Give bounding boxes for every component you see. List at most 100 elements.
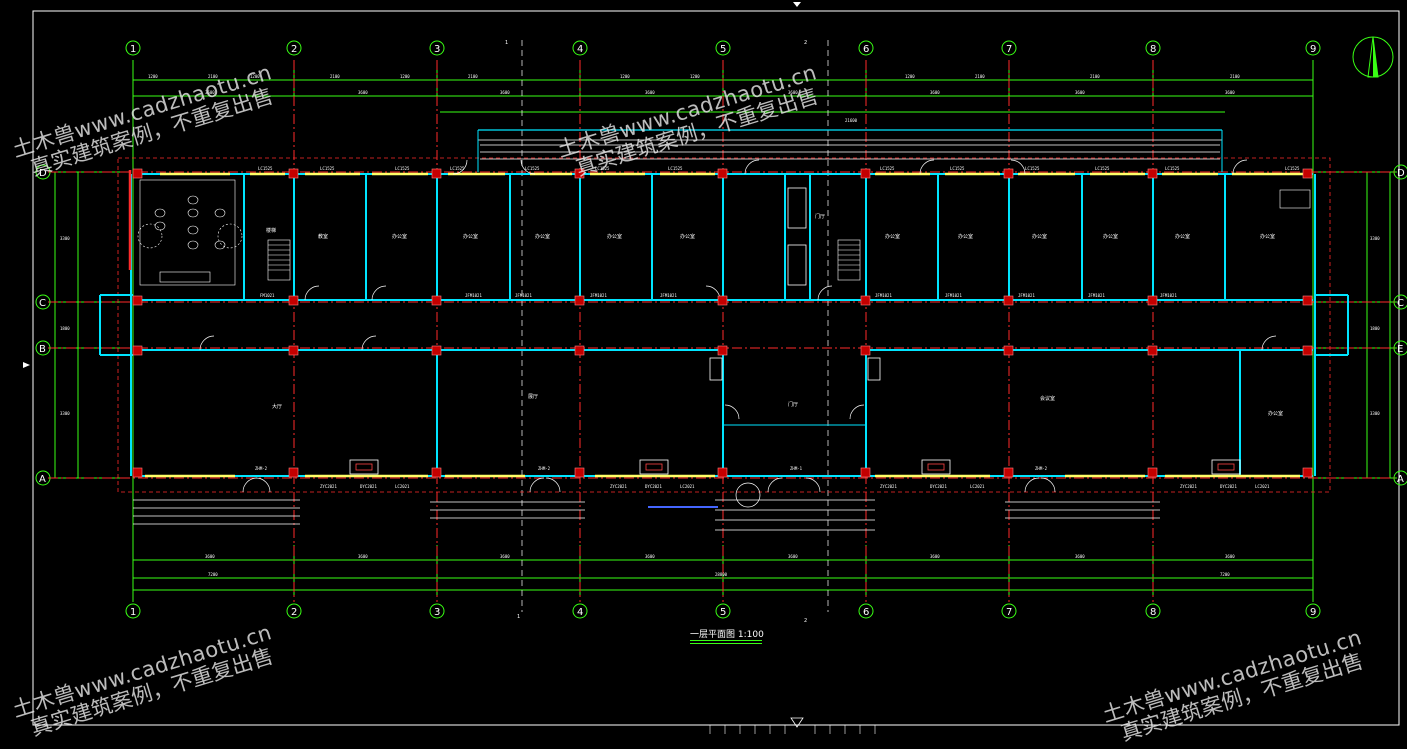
svg-text:3600: 3600 bbox=[500, 90, 510, 95]
svg-text:21600: 21600 bbox=[845, 118, 858, 123]
svg-text:3600: 3600 bbox=[1225, 90, 1235, 95]
svg-text:7200: 7200 bbox=[208, 572, 218, 577]
svg-text:LC1525: LC1525 bbox=[595, 166, 610, 171]
svg-text:3600: 3600 bbox=[788, 90, 798, 95]
toilet-fixtures bbox=[137, 179, 1311, 286]
axis-label: C bbox=[1397, 298, 1404, 309]
svg-text:3600: 3600 bbox=[358, 90, 368, 95]
grid-bubbles-bottom bbox=[125, 603, 1321, 619]
svg-text:LC1525: LC1525 bbox=[320, 166, 335, 171]
svg-text:3600: 3600 bbox=[645, 90, 655, 95]
axis-label: 6 bbox=[863, 607, 869, 618]
room-label: 办公室 bbox=[680, 233, 695, 240]
room-labels: 楼梯 教室 办公室 办公室 办公室 办公室 办公室 门厅 办公室 办公室 办公室… bbox=[266, 213, 1283, 417]
axis-label: B bbox=[39, 344, 46, 355]
svg-text:LC1525: LC1525 bbox=[525, 166, 540, 171]
hydrant-boxes bbox=[349, 187, 1241, 475]
drawing-title-underline bbox=[690, 640, 762, 644]
svg-text:LC2021: LC2021 bbox=[1255, 484, 1270, 489]
svg-text:LC1525: LC1525 bbox=[395, 166, 410, 171]
svg-text:3300: 3300 bbox=[60, 236, 70, 241]
svg-text:1200: 1200 bbox=[905, 74, 915, 79]
svg-text:3600: 3600 bbox=[1075, 554, 1085, 559]
svg-text:1800: 1800 bbox=[60, 326, 70, 331]
svg-text:ZHM-1: ZHM-1 bbox=[790, 466, 803, 471]
section-marks: 1 1 2 2 bbox=[505, 40, 807, 624]
svg-text:1200: 1200 bbox=[620, 74, 630, 79]
svg-text:3600: 3600 bbox=[645, 554, 655, 559]
axis-label: 8 bbox=[1150, 44, 1156, 55]
grid-labels-top: 1 2 3 4 5 6 7 8 9 bbox=[130, 44, 1316, 55]
axis-label: 4 bbox=[577, 607, 583, 618]
svg-text:3600: 3600 bbox=[500, 554, 510, 559]
svg-text:LC1525: LC1525 bbox=[1095, 166, 1110, 171]
svg-text:1: 1 bbox=[517, 614, 520, 620]
svg-text:DYC2021: DYC2021 bbox=[645, 484, 662, 489]
axis-label: 1 bbox=[130, 44, 136, 55]
svg-text:LC1525: LC1525 bbox=[1165, 166, 1180, 171]
svg-text:3300: 3300 bbox=[1370, 411, 1380, 416]
svg-text:JFM1021: JFM1021 bbox=[1160, 293, 1177, 298]
svg-text:3600: 3600 bbox=[930, 90, 940, 95]
section-lines bbox=[521, 40, 829, 612]
room-label: 办公室 bbox=[958, 233, 973, 240]
room-label: 门厅 bbox=[788, 401, 798, 408]
svg-text:1200: 1200 bbox=[400, 74, 410, 79]
svg-text:DYC2021: DYC2021 bbox=[1220, 484, 1237, 489]
svg-text:3600: 3600 bbox=[930, 554, 940, 559]
svg-text:2: 2 bbox=[804, 40, 807, 46]
svg-text:JFM1021: JFM1021 bbox=[515, 293, 532, 298]
svg-text:JFM1021: JFM1021 bbox=[945, 293, 962, 298]
svg-text:ZHM-2: ZHM-2 bbox=[1035, 466, 1048, 471]
svg-text:LC1525: LC1525 bbox=[258, 166, 273, 171]
axis-label: 3 bbox=[434, 44, 440, 55]
room-label: 门厅 bbox=[815, 213, 825, 220]
svg-text:JFM1021: JFM1021 bbox=[660, 293, 677, 298]
axis-label: 9 bbox=[1310, 44, 1316, 55]
axis-label: 5 bbox=[720, 44, 726, 55]
svg-text:3600: 3600 bbox=[1225, 554, 1235, 559]
room-label: 会议室 bbox=[1040, 395, 1055, 402]
grid-bubbles-sides bbox=[35, 164, 1407, 486]
axis-label: D bbox=[1397, 168, 1405, 179]
svg-text:JFM1021: JFM1021 bbox=[875, 293, 892, 298]
title-block bbox=[700, 724, 890, 734]
axis-label: E bbox=[1397, 344, 1403, 355]
room-label: 大厅 bbox=[272, 403, 282, 410]
svg-text:3300: 3300 bbox=[1370, 236, 1380, 241]
room-label: 办公室 bbox=[463, 233, 478, 240]
svg-text:ZYC2021: ZYC2021 bbox=[880, 484, 897, 489]
axis-label: D bbox=[39, 168, 47, 179]
grid-labels-sides: D C B A D C E A bbox=[39, 168, 1405, 485]
top-centre-marker bbox=[793, 2, 801, 7]
svg-text:2: 2 bbox=[804, 618, 807, 624]
room-label: 办公室 bbox=[885, 233, 900, 240]
room-label: 办公室 bbox=[1103, 233, 1118, 240]
axis-label: 4 bbox=[577, 44, 583, 55]
svg-text:ZYC2021: ZYC2021 bbox=[610, 484, 627, 489]
stairs bbox=[267, 239, 861, 281]
axis-label: C bbox=[39, 298, 46, 309]
svg-text:1800: 1800 bbox=[1370, 326, 1380, 331]
building-outline bbox=[117, 157, 1331, 493]
svg-text:3300: 3300 bbox=[60, 411, 70, 416]
axis-label: 9 bbox=[1310, 607, 1316, 618]
svg-text:3600: 3600 bbox=[1075, 90, 1085, 95]
axis-label: A bbox=[1397, 474, 1404, 485]
axis-label: 8 bbox=[1150, 607, 1156, 618]
svg-text:1: 1 bbox=[505, 40, 508, 46]
room-label: 办公室 bbox=[1032, 233, 1047, 240]
svg-text:LC2021: LC2021 bbox=[395, 484, 410, 489]
svg-text:JFM1021: JFM1021 bbox=[1018, 293, 1035, 298]
svg-text:2100: 2100 bbox=[975, 74, 985, 79]
bottom-centre-marker bbox=[790, 717, 804, 728]
svg-text:JFM1021: JFM1021 bbox=[590, 293, 607, 298]
svg-text:2100: 2100 bbox=[208, 74, 218, 79]
svg-text:1200: 1200 bbox=[148, 74, 158, 79]
svg-text:LC1525: LC1525 bbox=[1285, 166, 1300, 171]
axis-label: 1 bbox=[130, 607, 136, 618]
svg-text:28800: 28800 bbox=[715, 572, 728, 577]
left-edge-marker bbox=[23, 362, 30, 368]
room-label: 办公室 bbox=[1268, 410, 1283, 417]
